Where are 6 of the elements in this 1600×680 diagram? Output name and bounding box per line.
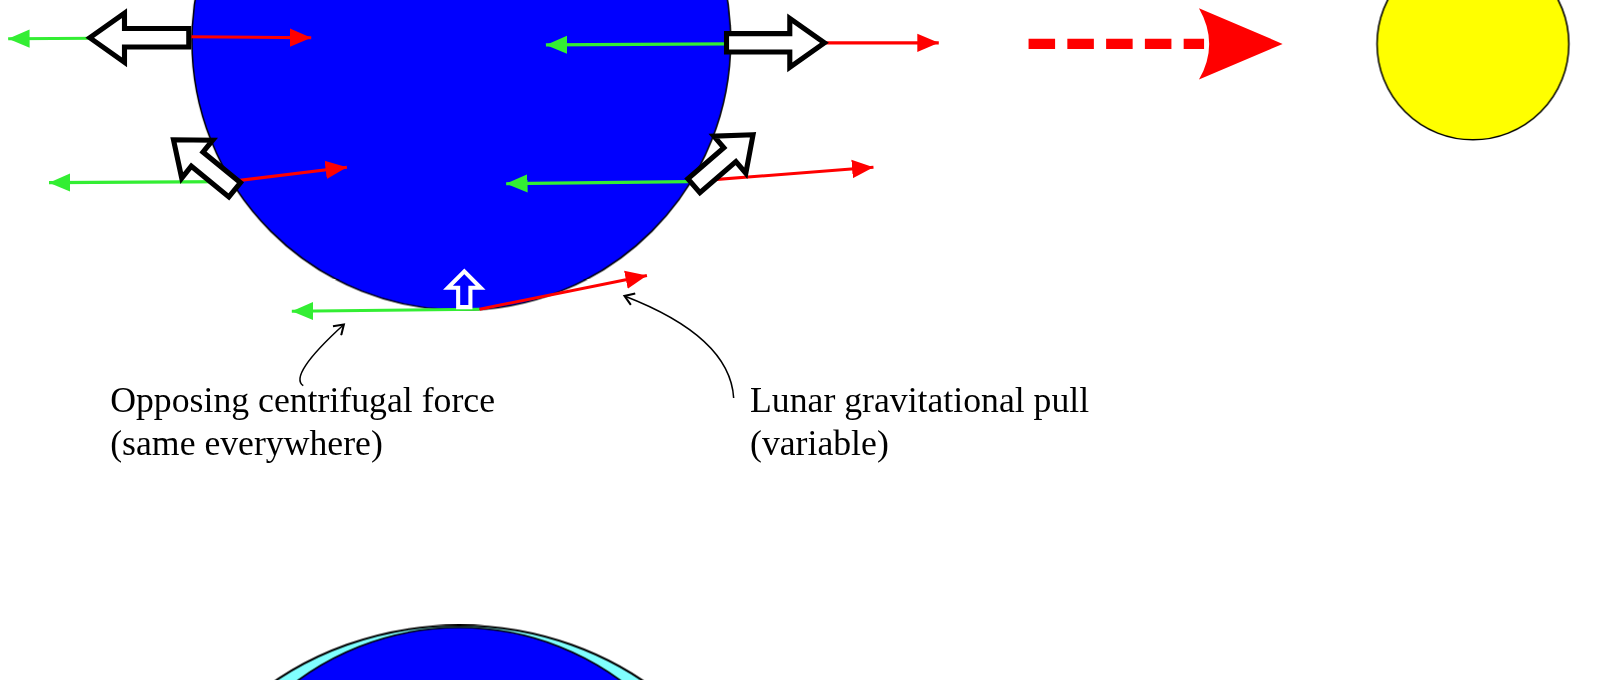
force-label: Lunar gravitational pull (variable) [750, 379, 1159, 466]
leader-line [623, 292, 735, 399]
centrifugal-force-arrow [291, 301, 480, 321]
force-label: Opposing centrifugal force (same everywhere) [110, 379, 560, 466]
leader-line [299, 323, 345, 387]
gravity-arrow [479, 270, 648, 311]
